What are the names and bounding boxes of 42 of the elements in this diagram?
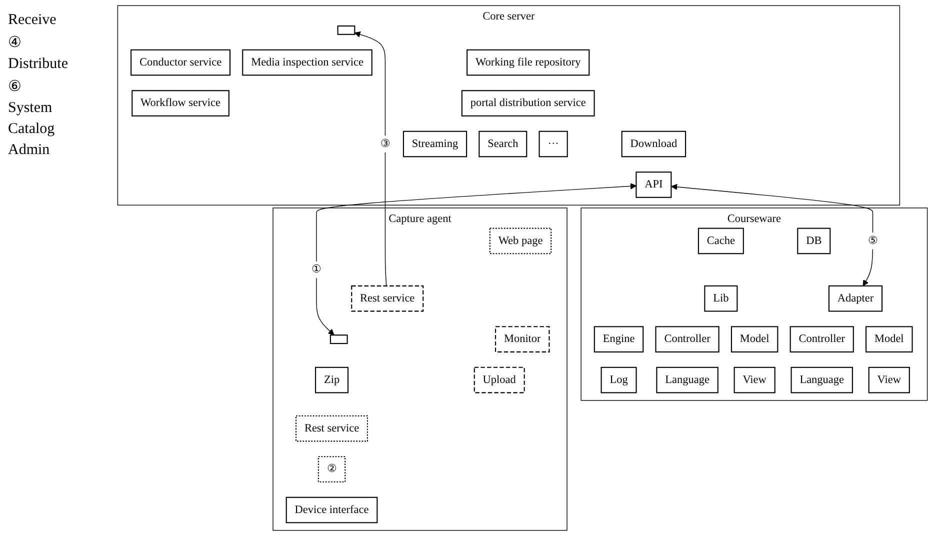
process-box: Zip xyxy=(315,366,349,394)
process-box: Engine xyxy=(594,326,644,352)
process-box: ② xyxy=(318,456,346,482)
note-label: Admin xyxy=(8,142,51,159)
process-box: Search xyxy=(478,130,528,158)
process-box: Cache xyxy=(698,228,744,254)
process-box: View xyxy=(734,366,776,394)
process-box: Conductor service xyxy=(130,49,231,76)
note-label: ⑥ xyxy=(8,78,22,96)
process-box: Language xyxy=(790,366,853,394)
process-box: portal distribution service xyxy=(461,90,595,116)
process-box: Web page xyxy=(489,228,552,254)
note-label: System xyxy=(8,100,54,117)
process-box: Download xyxy=(621,130,686,158)
edge-label: ① xyxy=(312,261,322,278)
process-box: Lib xyxy=(704,285,738,312)
note-label: Catalog xyxy=(8,121,56,138)
edge-label: ⑤ xyxy=(868,232,878,250)
process-box: Streaming xyxy=(402,130,468,158)
process-box: API xyxy=(636,172,672,198)
process-box: Device interface xyxy=(286,496,378,524)
process-box: Model xyxy=(730,326,778,352)
process-box: DB xyxy=(797,228,831,254)
process-box: Media inspection service xyxy=(242,49,372,76)
process-box: ··· xyxy=(538,130,568,158)
process-box: Controller xyxy=(655,326,720,352)
process-box: Adapter xyxy=(828,285,883,312)
process-box: Upload xyxy=(474,366,525,394)
process-box: Rest service xyxy=(351,285,424,312)
note-label: Receive xyxy=(8,12,58,29)
process-box: Workflow service xyxy=(132,90,230,116)
process-box: Working file repository xyxy=(466,49,590,76)
process-box: View xyxy=(868,366,910,394)
note-label: ④ xyxy=(8,34,22,52)
process-box: Log xyxy=(600,366,637,394)
process-box: Model xyxy=(866,326,913,352)
process-box: Rest service xyxy=(295,415,368,442)
process-box: Monitor xyxy=(495,326,550,352)
edge-label: ③ xyxy=(380,136,390,152)
process-box: Controller xyxy=(790,326,854,352)
note-label: Distribute xyxy=(8,56,69,73)
process-box: Language xyxy=(656,366,718,394)
